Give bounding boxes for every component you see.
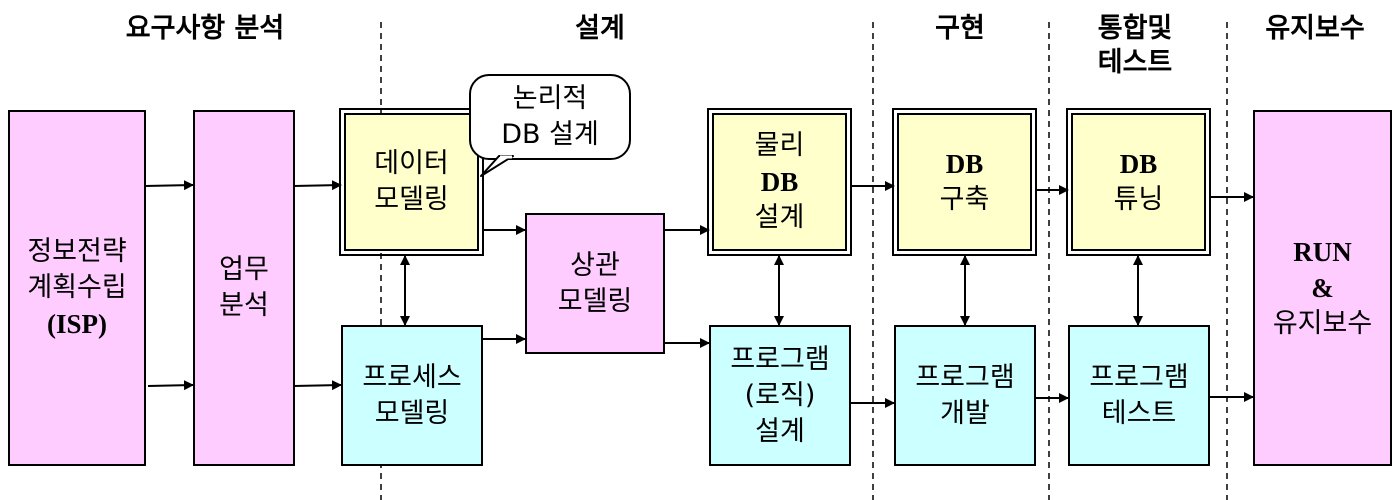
data-modeling-line1: 데이터 [374, 148, 449, 179]
phase-requirements-analysis: 요구사항 분석 [125, 13, 285, 44]
program-test-line1: 프로그램 [1089, 361, 1189, 393]
phase-design: 설계 [575, 13, 625, 44]
box-db-build: DB 구축 [892, 108, 1037, 256]
correlation-line1: 상관 [570, 249, 620, 281]
box-isp: 정보전략 계획수립 (ISP) [8, 110, 146, 466]
callout-line1: 논리적 [512, 83, 588, 114]
db-tuning-line2: 튜닝 [1113, 184, 1164, 215]
phase-implementation: 구현 [935, 13, 985, 44]
isp-line1: 정보전략 [27, 236, 127, 267]
box-process-modeling: 프로세스 모델링 [341, 325, 483, 466]
run-line3: 유지보수 [1272, 308, 1373, 339]
box-correlation-modeling: 상관 모델링 [525, 213, 665, 354]
program-dev-line1: 프로그램 [915, 361, 1015, 393]
db-tuning-line1: DB [1119, 149, 1158, 179]
box-db-tuning: DB 튜닝 [1066, 108, 1211, 256]
box-program-test: 프로그램 테스트 [1068, 325, 1210, 466]
isp-line3: (ISP) [47, 309, 107, 339]
program-test-line2: 테스트 [1101, 397, 1177, 429]
process-modeling-line1: 프로세스 [362, 361, 462, 393]
phase-integration-line2: 테스트 [1097, 47, 1173, 78]
physical-line2: DB [760, 167, 799, 197]
run-line2: & [1311, 273, 1334, 303]
program-design-line1: 프로그램 [730, 343, 830, 375]
box-data-modeling: 데이터 모델링 [339, 108, 484, 256]
correlation-line2: 모델링 [557, 285, 633, 317]
business-line2: 분석 [219, 290, 269, 321]
phase-maintenance: 유지보수 [1265, 13, 1365, 44]
program-dev-line2: 개발 [940, 397, 990, 429]
box-run-maintenance: RUN & 유지보수 [1253, 110, 1392, 466]
arrow-business-to-process-modeling [293, 380, 342, 391]
physical-line3: 설계 [754, 202, 805, 233]
arrow-isp-to-business [147, 380, 194, 391]
phase-integration-test: 통합및 테스트 [1060, 12, 1210, 80]
arrow-business-to-data-modeling [293, 180, 342, 191]
callout-logical-db-design: 논리적 DB 설계 [469, 74, 631, 160]
isp-line2: 계획수립 [27, 272, 127, 303]
business-line1: 업무 [219, 254, 269, 285]
box-physical-db-design: 물리 DB 설계 [707, 108, 852, 256]
physical-line1: 물리 [754, 130, 805, 161]
data-modeling-line2: 모델링 [374, 184, 449, 215]
program-design-line3: 설계 [755, 415, 805, 447]
process-modeling-line2: 모델링 [374, 397, 450, 429]
program-design-line2: (로직) [744, 379, 816, 411]
callout-line2: DB 설계 [501, 119, 599, 150]
run-line1: RUN [1293, 237, 1352, 267]
box-program-development: 프로그램 개발 [894, 325, 1036, 466]
db-build-line1: DB [945, 149, 984, 179]
db-build-line2: 구축 [939, 184, 990, 215]
box-business-analysis: 업무 분석 [193, 110, 295, 466]
box-program-logic-design: 프로그램 (로직) 설계 [709, 325, 851, 466]
arrow-isp-to-business [144, 180, 194, 191]
phase-integration-line1: 통합및 [1097, 13, 1173, 44]
